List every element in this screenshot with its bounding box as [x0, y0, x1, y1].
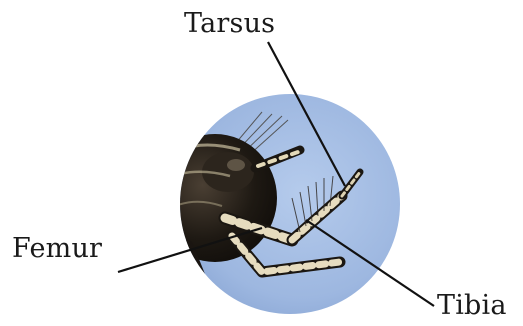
tarsus-label: Tarsus: [184, 10, 275, 37]
photo-circle: [153, 90, 410, 320]
tibia-label: Tibia: [437, 292, 507, 319]
femur-label: Femur: [12, 235, 102, 262]
